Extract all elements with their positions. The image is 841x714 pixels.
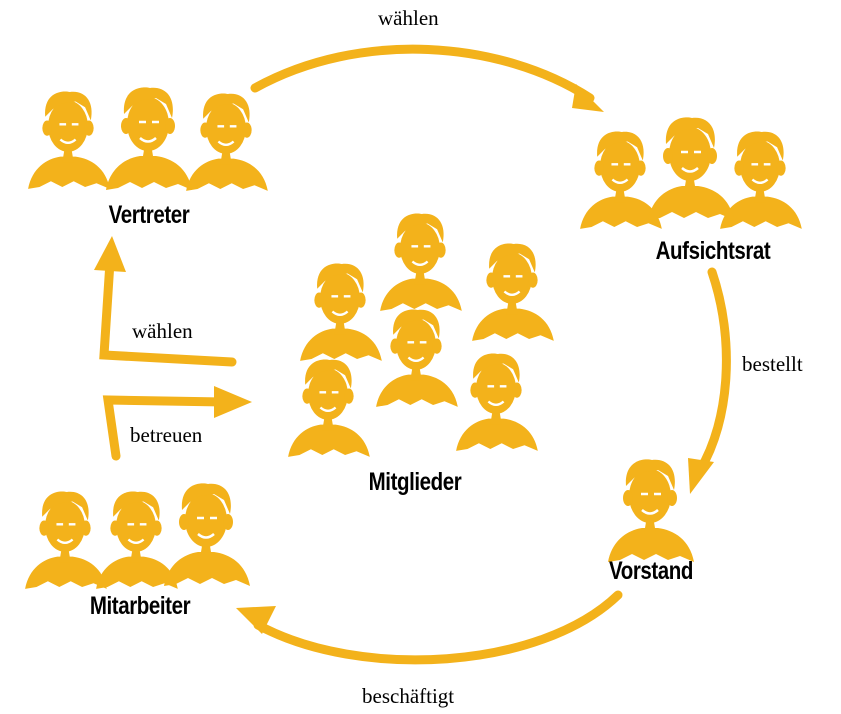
arrow-betreuen	[102, 395, 229, 461]
arrow-bestellt	[695, 267, 731, 475]
vorstand-people-icon	[608, 459, 694, 562]
mitarbeiter-people-icon	[25, 483, 250, 589]
arrow-waehlen-left	[99, 257, 237, 367]
arrowhead-beschaeftigt	[236, 606, 276, 634]
vertreter-people-icon	[28, 87, 268, 191]
aufsichtsrat-people-icon	[580, 117, 802, 229]
edge-label-beschaeftigt: beschäftigt	[362, 684, 455, 708]
arrowhead-waehlen-top	[572, 84, 604, 112]
arrowhead-waehlen-left	[94, 236, 126, 272]
label-mitarbeiter: Mitarbeiter	[89, 592, 191, 620]
label-aufsichtsrat: Aufsichtsrat	[655, 237, 771, 265]
arrowhead-betreuen	[214, 386, 252, 418]
mitglieder-people-icon	[288, 213, 554, 457]
arrow-beschaeftigt	[253, 590, 623, 665]
arrowhead-bestellt	[688, 458, 714, 494]
edge-label-waehlen-top: wählen	[378, 6, 439, 30]
label-mitglieder: Mitglieder	[368, 468, 462, 496]
arrow-waehlen-top	[250, 44, 595, 103]
edge-label-waehlen-left: wählen	[132, 319, 193, 343]
label-vertreter: Vertreter	[108, 201, 190, 229]
label-vorstand: Vorstand	[608, 557, 694, 585]
edge-label-bestellt: bestellt	[742, 352, 803, 376]
edge-label-betreuen: betreuen	[130, 423, 203, 447]
